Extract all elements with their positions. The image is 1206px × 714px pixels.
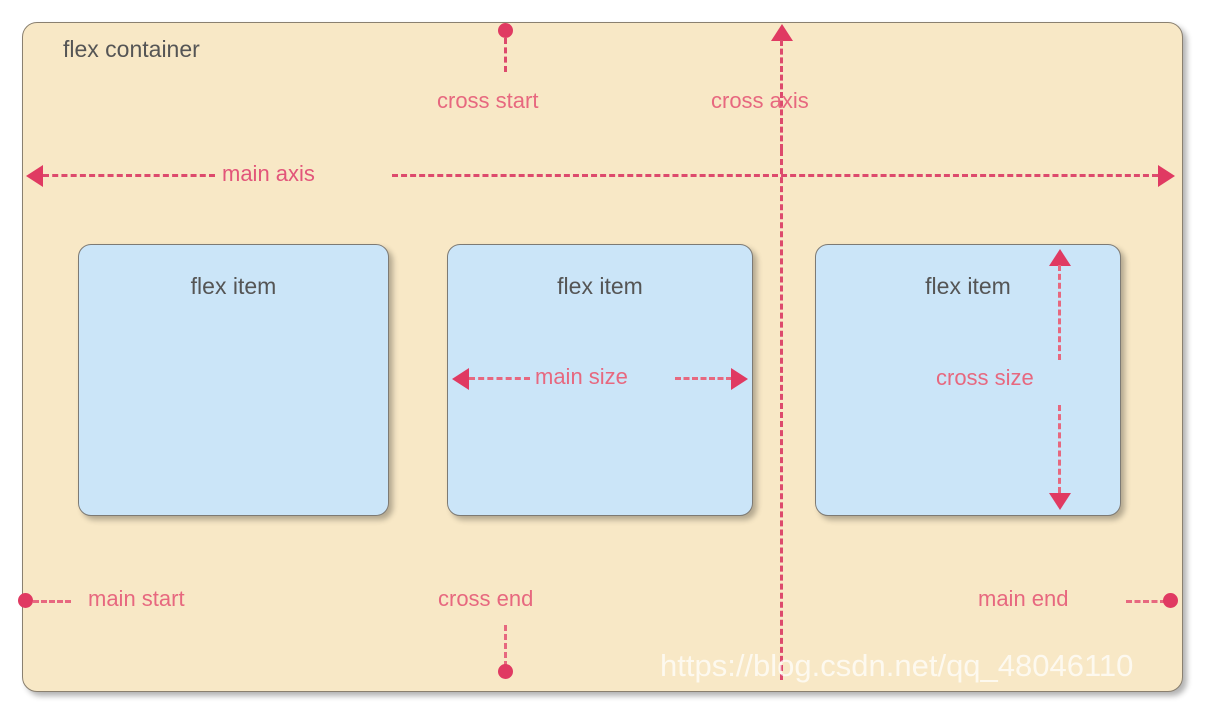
flex-item-3-label: flex item	[925, 273, 1011, 299]
main-start-stem	[33, 600, 71, 603]
cross-axis-line-lower	[780, 150, 783, 680]
cross-size-arrowhead-down	[1049, 493, 1071, 510]
cross-end-dot	[498, 664, 513, 679]
flex-container-label: flex container	[63, 36, 200, 62]
main-size-label: main size	[535, 364, 628, 389]
main-axis-line-left	[43, 174, 215, 177]
flex-item-3: flex item	[815, 244, 1121, 516]
main-end-dot	[1163, 593, 1178, 608]
main-size-arrowhead-right	[731, 368, 748, 390]
cross-size-label: cross size	[936, 365, 1034, 390]
cross-end-stem	[504, 625, 507, 667]
main-axis-label: main axis	[222, 161, 315, 186]
cross-end-label: cross end	[438, 586, 534, 611]
cross-start-stem	[504, 38, 507, 72]
main-end-stem	[1126, 600, 1166, 603]
main-end-label: main end	[978, 586, 1069, 611]
main-start-dot	[18, 593, 33, 608]
main-start-label: main start	[88, 586, 185, 611]
main-size-line-left	[469, 377, 530, 380]
flex-item-1: flex item	[78, 244, 389, 516]
cross-start-dot	[498, 23, 513, 38]
flex-item-2-label: flex item	[557, 273, 643, 299]
main-axis-arrowhead-right	[1158, 165, 1175, 187]
cross-start-label: cross start	[437, 88, 539, 113]
cross-size-line-lower	[1058, 405, 1061, 493]
main-axis-arrowhead-left	[26, 165, 43, 187]
cross-axis-line-upper	[780, 40, 783, 150]
flex-item-1-label: flex item	[190, 273, 277, 299]
main-axis-line-right	[392, 174, 1158, 177]
cross-axis-label: cross axis	[711, 88, 809, 113]
main-size-line-right	[675, 377, 732, 380]
main-size-arrowhead-left	[452, 368, 469, 390]
flex-item-2: flex item	[447, 244, 753, 516]
cross-axis-arrowhead-up	[771, 24, 793, 41]
cross-size-arrowhead-up	[1049, 249, 1071, 266]
cross-size-line-upper	[1058, 265, 1061, 360]
